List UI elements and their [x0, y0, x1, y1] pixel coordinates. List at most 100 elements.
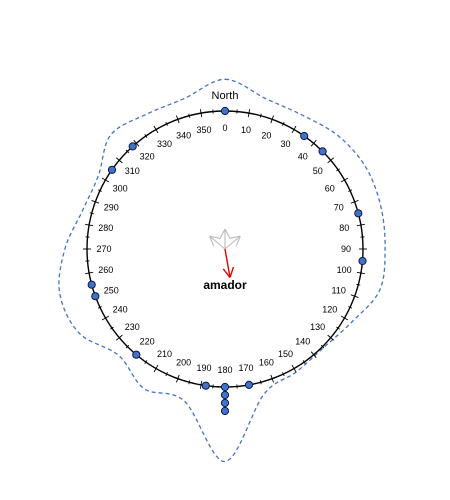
tick-mark — [176, 115, 180, 124]
tick-mark — [115, 334, 123, 341]
observation-layer — [87, 106, 367, 416]
tick-mark — [188, 380, 191, 385]
density-curve-layer — [58, 78, 386, 463]
tick-label: 320 — [140, 151, 155, 161]
tick-label: 160 — [259, 358, 274, 368]
tick-mark — [348, 189, 353, 192]
tick-mark — [89, 212, 94, 215]
tick-mark — [125, 344, 130, 349]
observation-point — [132, 350, 141, 359]
tick-label: 230 — [125, 322, 140, 332]
tick-label: 130 — [310, 322, 325, 332]
north-label: North — [212, 90, 239, 102]
tick-label: 250 — [104, 285, 119, 295]
tick-mark — [165, 121, 168, 126]
center-label: amador — [203, 278, 247, 292]
tick-mark — [348, 306, 353, 309]
tick-mark — [199, 380, 203, 389]
tick-label: 50 — [313, 166, 323, 176]
tick-mark — [340, 177, 349, 183]
tick-mark — [144, 134, 148, 138]
tick-mark — [125, 149, 130, 154]
tick-mark — [97, 306, 102, 309]
tick-mark — [350, 294, 359, 298]
observation-point — [220, 390, 230, 400]
tick-mark — [350, 200, 359, 204]
tick-mark — [356, 223, 365, 227]
tick-label: 80 — [339, 223, 349, 233]
tick-mark — [91, 200, 100, 204]
tick-label: 260 — [98, 265, 113, 275]
tick-mark — [327, 334, 335, 341]
tick-mark — [356, 271, 365, 275]
north-arrow — [219, 228, 231, 249]
observation-point — [201, 381, 210, 390]
tick-label: 210 — [157, 349, 172, 359]
tick-label: 150 — [278, 349, 293, 359]
tick-mark — [101, 177, 110, 183]
tick-mark — [336, 168, 340, 172]
observation-point — [91, 292, 100, 301]
observation-point — [358, 256, 367, 266]
tick-mark — [356, 283, 361, 286]
observation-point — [220, 382, 230, 392]
tick-label: 340 — [176, 130, 191, 140]
tick-label: 180 — [217, 365, 232, 375]
tick-mark — [291, 364, 297, 373]
mean-direction-arrow — [222, 248, 235, 278]
tick-mark — [144, 360, 148, 364]
observation-point — [87, 280, 96, 289]
tick-mark — [110, 326, 114, 330]
tick-mark — [291, 125, 297, 134]
tick-label: 10 — [241, 125, 251, 135]
tick-mark — [320, 344, 325, 349]
tick-mark — [340, 315, 349, 321]
tick-mark — [153, 125, 159, 134]
tick-mark — [259, 380, 262, 385]
observation-point — [354, 209, 363, 218]
tick-label: 270 — [96, 244, 111, 254]
tick-label: 60 — [325, 184, 335, 194]
tick-label: 30 — [280, 139, 290, 149]
tick-label: 350 — [196, 125, 211, 135]
tick-mark — [85, 223, 94, 227]
tick-mark — [259, 113, 262, 118]
tick-mark — [327, 157, 335, 164]
observation-point — [300, 131, 309, 141]
observation-point — [220, 406, 230, 416]
tick-label: 40 — [298, 151, 308, 161]
tick-mark — [310, 139, 317, 147]
tick-mark — [282, 121, 285, 126]
density-curve — [58, 78, 386, 463]
tick-label: 120 — [322, 305, 337, 315]
tick-label: 70 — [334, 203, 344, 213]
tick-label: 170 — [238, 363, 253, 373]
tick-label: 330 — [157, 139, 172, 149]
tick-mark — [115, 157, 123, 164]
tick-mark — [310, 351, 317, 359]
arrow-layer — [209, 228, 241, 278]
tick-label: 240 — [113, 305, 128, 315]
unit-arrow-left — [209, 235, 226, 250]
tick-label: 190 — [196, 363, 211, 373]
tick-label: 140 — [295, 337, 310, 347]
tick-mark — [336, 326, 340, 330]
observation-point — [318, 147, 327, 156]
unit-arrow-right — [224, 235, 241, 250]
tick-label: 110 — [332, 285, 346, 295]
tick-mark — [85, 271, 94, 275]
tick-mark — [199, 109, 203, 118]
tick-label: 220 — [140, 337, 155, 347]
tick-mark — [176, 374, 180, 383]
tick-label: 280 — [98, 223, 113, 233]
tick-mark — [165, 372, 168, 377]
observation-point — [107, 165, 117, 174]
tick-mark — [270, 374, 274, 383]
tick-mark — [302, 360, 306, 364]
tick-mark — [188, 113, 191, 118]
observation-point — [220, 106, 230, 116]
tick-mark — [101, 315, 110, 321]
observation-point — [220, 398, 230, 408]
tick-label: 0 — [222, 123, 227, 133]
